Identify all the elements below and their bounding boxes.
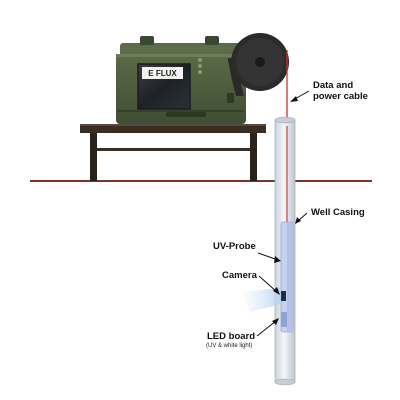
inspection-device: E FLUX [116,36,246,124]
ledboard-sublabel: (UV & white light) [206,343,253,349]
casing-label: Well Casing [311,207,365,218]
camera-label: Camera [222,270,257,281]
light-beam [242,288,281,312]
cable-label-line1: Data and [313,80,354,91]
ledboard-label: LED board [207,331,256,342]
cable-label-line2: power cable [313,91,368,102]
uv-probe [280,221,294,333]
status-led-icon [198,64,202,68]
status-led-icon [198,70,202,74]
eflux-logo [142,67,183,79]
callout-arrows [256,90,310,337]
cable-reel [228,33,289,96]
svg-text:E FLUX: E FLUX [148,69,177,78]
camera-lens-icon [281,291,286,301]
status-led-icon [198,58,202,62]
uvprobe-label: UV-Probe [213,241,256,252]
led-board [281,312,287,327]
table [80,124,266,181]
cable-label: Data and power cable [313,80,368,102]
device-handle [166,112,206,117]
